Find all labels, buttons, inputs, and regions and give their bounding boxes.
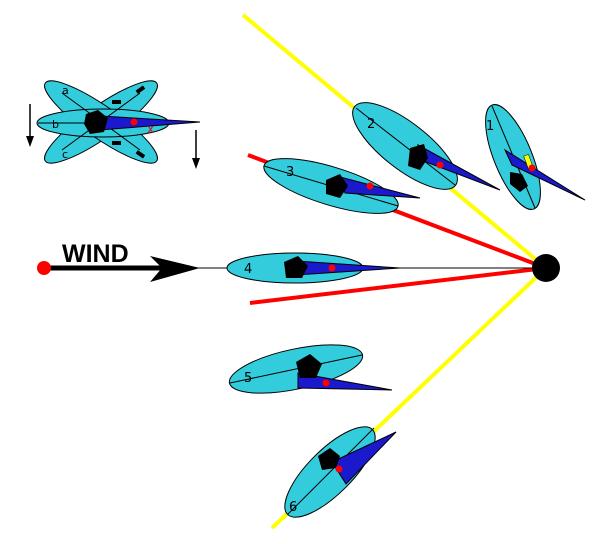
position-label-6: 6 — [289, 500, 297, 515]
wind-label: WIND — [62, 240, 129, 268]
sailor-3 — [326, 174, 348, 198]
inset-batten-3 — [135, 85, 146, 94]
inset-sail-diagram: x a b c — [26, 80, 201, 169]
sailor-4 — [284, 256, 308, 278]
board-position-1: 1 — [485, 104, 586, 210]
inset-down-arrow-left-head — [26, 136, 34, 147]
inset-label-c: c — [62, 148, 68, 161]
center-dot-4 — [328, 264, 336, 272]
position-label-3: 3 — [286, 165, 294, 180]
position-label-4: 4 — [244, 262, 252, 277]
center-dot-6 — [335, 465, 343, 473]
boom-2 — [355, 107, 456, 186]
inset-label-a: a — [62, 84, 69, 97]
inset-batten-2 — [112, 141, 121, 145]
center-dot-5 — [322, 379, 330, 387]
sailor-6 — [318, 448, 340, 470]
inset-sailor — [84, 110, 108, 134]
board-5 — [297, 372, 393, 391]
board-position-4: 4 — [226, 252, 401, 284]
inset-batten-4 — [135, 150, 146, 159]
inset-label-b: b — [52, 118, 59, 131]
center-dot-1 — [528, 164, 536, 172]
sailor-1 — [510, 172, 528, 192]
inset-batten-1 — [112, 100, 121, 104]
inset-center-mark: x — [147, 122, 154, 136]
mark — [532, 254, 560, 282]
inset-down-arrow-right-head — [192, 158, 200, 169]
boom-5 — [229, 354, 363, 384]
inset-center-dot — [130, 118, 138, 126]
center-dot-2 — [436, 161, 444, 169]
board-6 — [331, 431, 397, 485]
board-position-3: 3 — [263, 158, 421, 214]
board-1 — [503, 148, 586, 201]
sailor-5 — [296, 354, 322, 378]
board-position-5: 5 — [228, 344, 393, 394]
sailor-2 — [408, 144, 428, 170]
wind-source-dot — [37, 261, 51, 275]
boom-6 — [287, 427, 375, 515]
board-position-6: 6 — [284, 426, 397, 518]
board-position-2: 2 — [352, 102, 501, 191]
no-go-line-lower — [249, 266, 547, 305]
position-label-1: 1 — [486, 119, 494, 134]
wind-arrow-head — [150, 256, 200, 282]
position-label-5: 5 — [244, 371, 252, 386]
position-label-2: 2 — [367, 117, 375, 132]
center-dot-3 — [366, 182, 374, 190]
